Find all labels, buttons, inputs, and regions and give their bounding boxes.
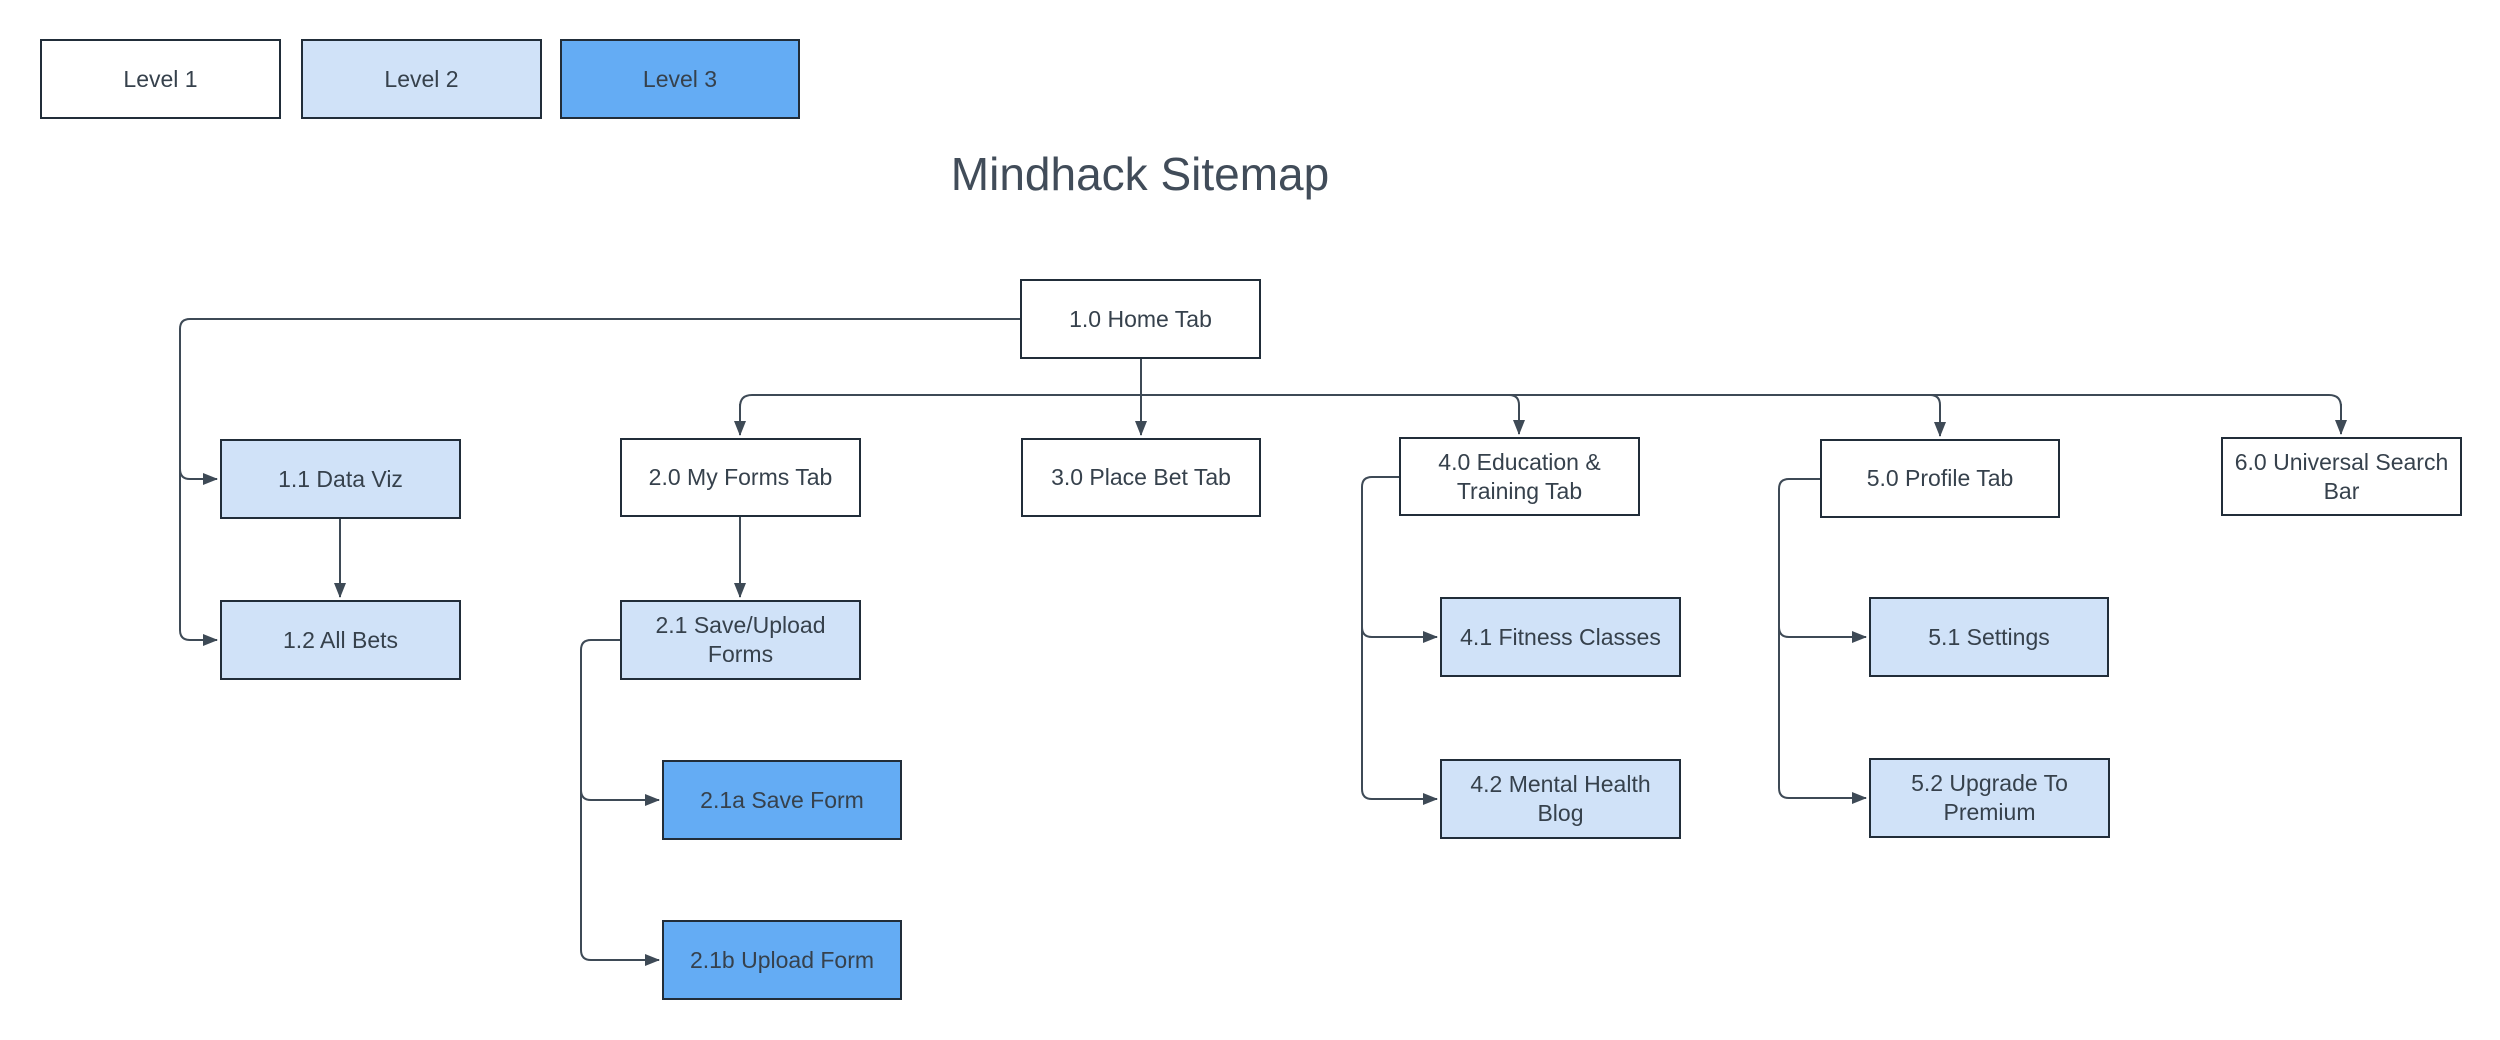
node-label: 6.0 Universal Search Bar xyxy=(2234,448,2449,504)
node-2-0-my-forms-tab[interactable]: 2.0 My Forms Tab xyxy=(620,438,861,517)
node-label: 1.0 Home Tab xyxy=(1069,305,1212,332)
node-2-1-save-upload-forms[interactable]: 2.1 Save/Upload Forms xyxy=(620,600,861,680)
node-4-0-education-training-tab[interactable]: 4.0 Education & Training Tab xyxy=(1399,437,1640,516)
edge-4-0-to-4-2 xyxy=(1361,476,1438,805)
node-label: 3.0 Place Bet Tab xyxy=(1051,464,1231,491)
node-5-1-settings[interactable]: 5.1 Settings xyxy=(1869,597,2109,677)
edge-home-to-1-1 xyxy=(179,468,218,485)
node-label: 4.1 Fitness Classes xyxy=(1460,623,1661,650)
node-label: 2.0 My Forms Tab xyxy=(648,464,833,491)
node-label: 5.2 Upgrade To Premium xyxy=(1911,770,2068,825)
edge-4-0-to-4-1 xyxy=(1361,626,1438,643)
node-6-0-universal-search-bar[interactable]: 6.0 Universal Search Bar xyxy=(2221,437,2462,516)
node-label: 4.0 Education & Training Tab xyxy=(1438,448,1601,504)
legend-level-1-label: Level 1 xyxy=(123,65,198,92)
legend-level-3-box[interactable]: Level 3 xyxy=(560,39,800,119)
edge-trunk xyxy=(739,394,2342,408)
node-5-0-profile-tab[interactable]: 5.0 Profile Tab xyxy=(1820,439,2060,518)
node-3-0-place-bet-tab[interactable]: 3.0 Place Bet Tab xyxy=(1021,438,1261,517)
node-1-0-home-tab[interactable]: 1.0 Home Tab xyxy=(1020,279,1261,359)
legend-level-2-label: Level 2 xyxy=(384,65,459,92)
node-4-2-mental-health-blog[interactable]: 4.2 Mental Health Blog xyxy=(1440,759,1681,839)
node-label: 2.1 Save/Upload Forms xyxy=(655,612,826,667)
node-label: 2.1a Save Form xyxy=(700,786,864,813)
node-label: 4.2 Mental Health Blog xyxy=(1470,771,1651,826)
node-label: 1.1 Data Viz xyxy=(278,465,403,492)
edge-2-1-to-2-1b xyxy=(580,639,660,966)
edge-5-0-to-5-1 xyxy=(1778,626,1867,643)
node-label: 1.2 All Bets xyxy=(282,626,399,653)
node-5-2-upgrade-to-premium[interactable]: 5.2 Upgrade To Premium xyxy=(1869,758,2110,838)
node-4-1-fitness-classes[interactable]: 4.1 Fitness Classes xyxy=(1440,597,1681,677)
diagram-title: Mindhack Sitemap xyxy=(950,148,1330,200)
legend-level-3-label: Level 3 xyxy=(642,65,718,92)
node-1-2-all-bets[interactable]: 1.2 All Bets xyxy=(220,600,461,680)
legend-level-1-box[interactable]: Level 1 xyxy=(40,39,281,119)
edge-home-to-1-2 xyxy=(179,318,1020,646)
edge-trunk-to-5-0 xyxy=(1929,394,1946,437)
edge-2-1-to-2-1a xyxy=(580,789,660,806)
legend-level-2-box[interactable]: Level 2 xyxy=(301,39,542,119)
edge-trunk-to-4-0 xyxy=(1508,394,1525,435)
node-label: 5.0 Profile Tab xyxy=(1866,465,2014,492)
node-2-1b-upload-form[interactable]: 2.1b Upload Form xyxy=(662,920,902,1000)
edge-5-0-to-5-2 xyxy=(1778,478,1867,804)
node-1-1-data-viz[interactable]: 1.1 Data Viz xyxy=(220,439,461,519)
node-2-1a-save-form[interactable]: 2.1a Save Form xyxy=(662,760,902,840)
node-label: 2.1b Upload Form xyxy=(689,946,875,973)
node-label: 5.1 Settings xyxy=(1928,623,2050,650)
